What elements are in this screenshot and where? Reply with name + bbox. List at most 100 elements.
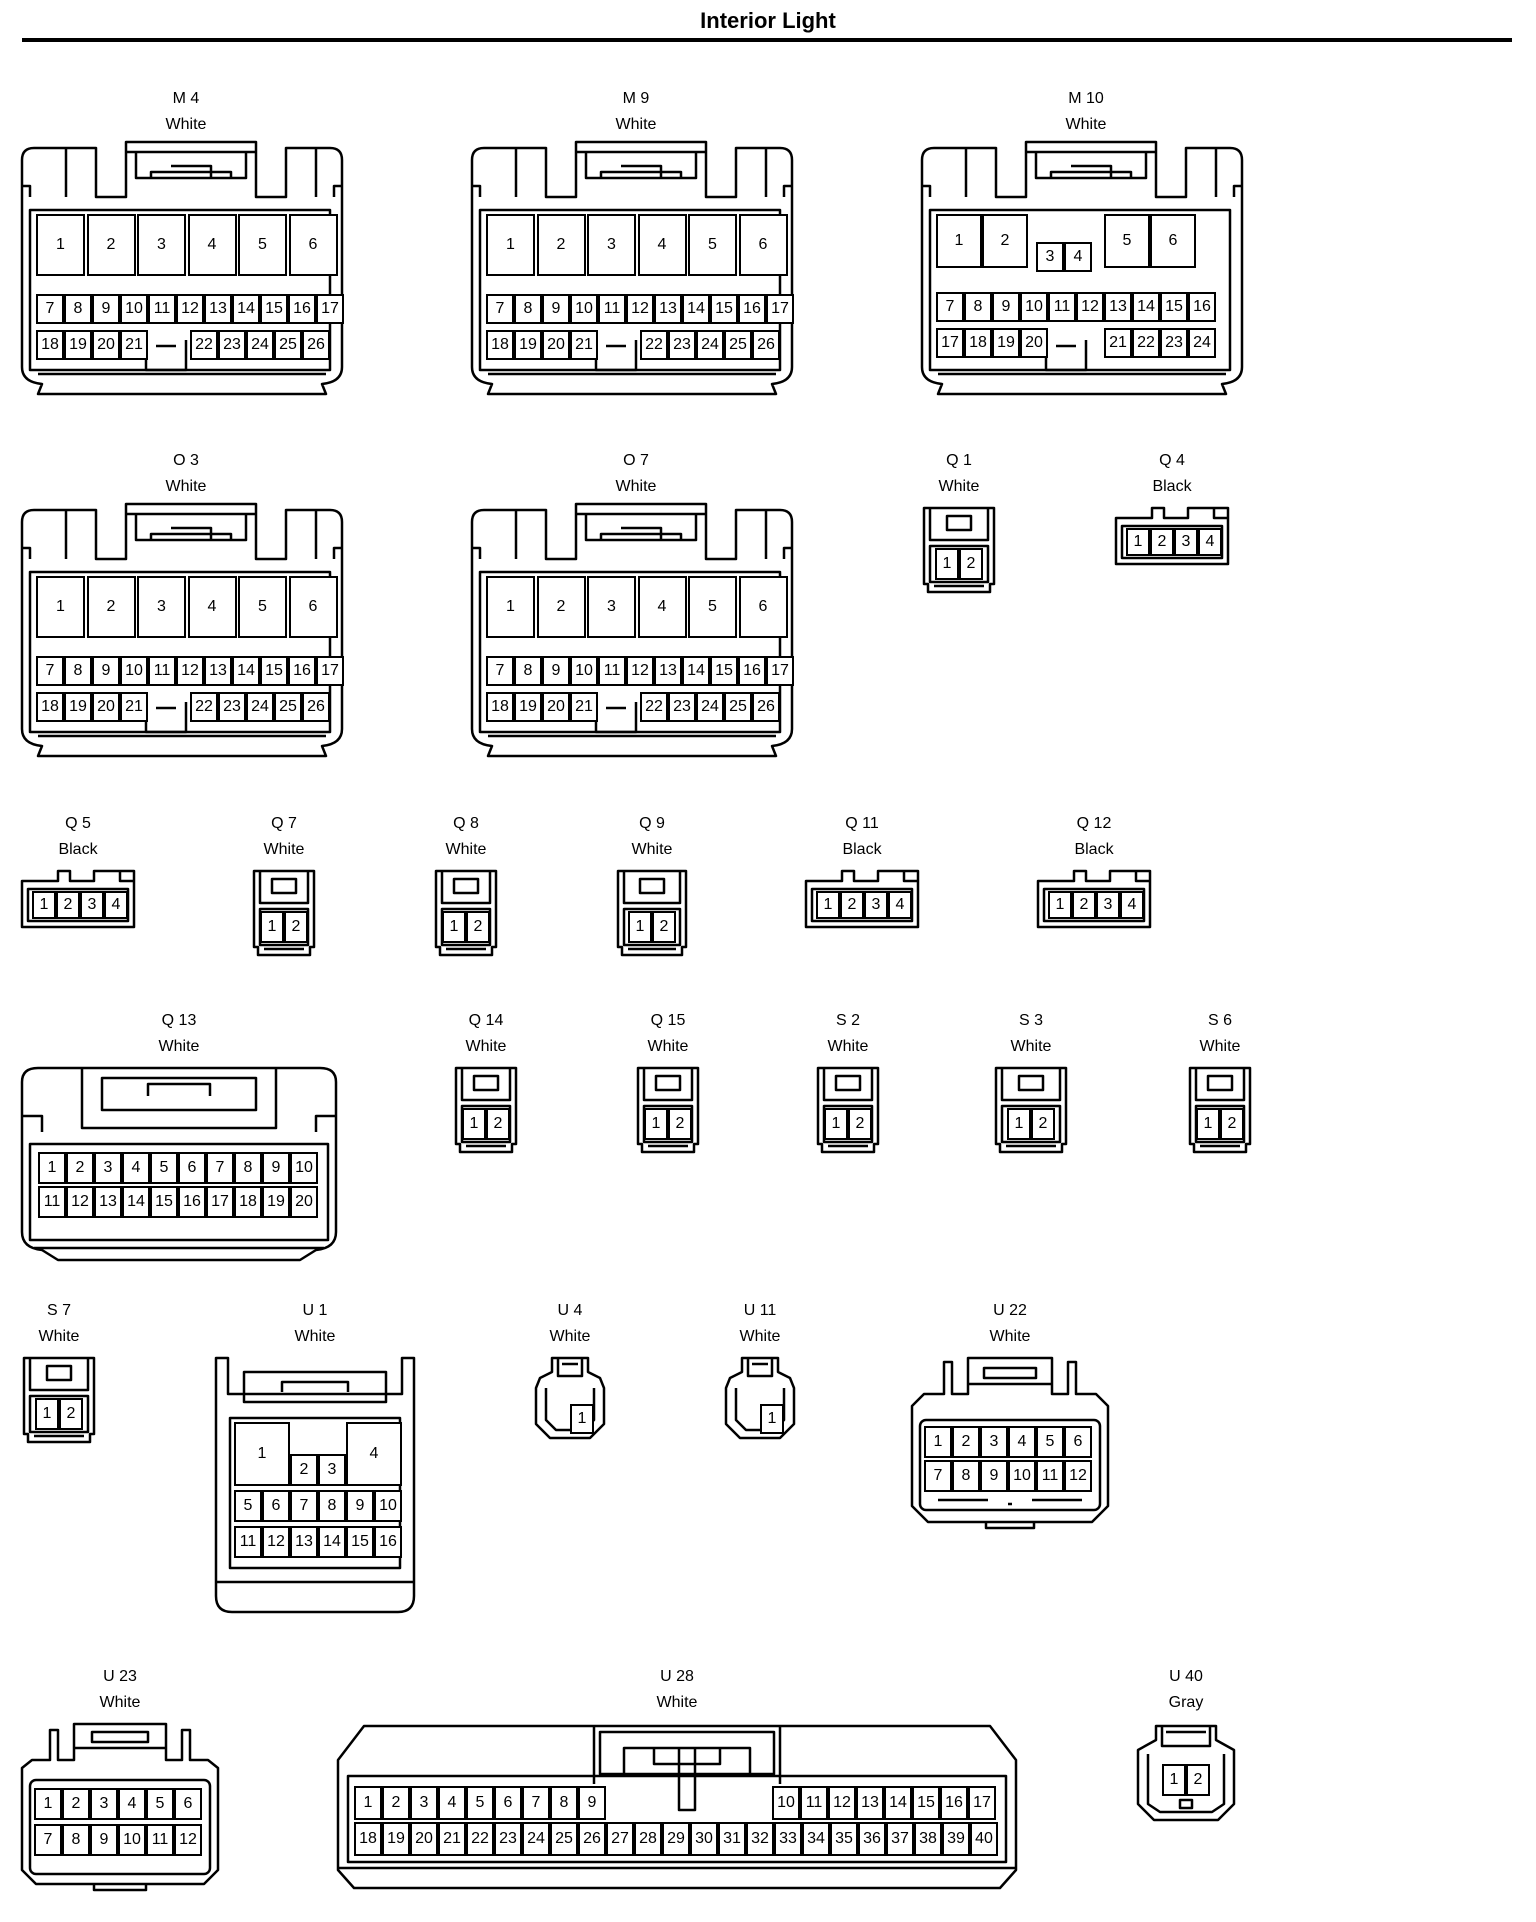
- connector-color: White: [549, 1328, 591, 1345]
- pin-cavity: 13: [290, 1526, 318, 1558]
- pin-cavity: 2: [86, 576, 136, 638]
- pin-cavity: 3: [1174, 528, 1198, 556]
- pin-cavity: 21: [1104, 328, 1132, 358]
- pin-cavity: 16: [940, 1786, 968, 1820]
- pin-cavity: 15: [1160, 292, 1188, 322]
- pin-cavity: 15: [710, 294, 738, 324]
- pin-cavity: 8: [514, 294, 542, 324]
- pin-cavity: 7: [36, 656, 64, 686]
- housing-outline: [20, 1066, 338, 1262]
- pin-cavity: 1: [35, 1398, 59, 1430]
- pin-cavity: 1: [32, 891, 56, 919]
- connector-color: White: [827, 1038, 869, 1055]
- connector-id: Q 12: [1076, 815, 1112, 832]
- pin-cavity: 2: [536, 576, 586, 638]
- pin-cavity: 3: [137, 576, 186, 638]
- pin-cavity: 8: [550, 1786, 578, 1820]
- connector-id: Q 8: [453, 815, 479, 832]
- pin-cavity: 2: [382, 1786, 410, 1820]
- pin-cavity: 23: [218, 692, 246, 722]
- pin-cavity: 24: [1188, 328, 1216, 358]
- pin-cavity: 2: [62, 1788, 90, 1820]
- pin-cavity: 4: [1198, 528, 1222, 556]
- pin-cavity: 17: [968, 1786, 996, 1820]
- pin-cavity: 2: [66, 1152, 94, 1184]
- pin-cavity: 4: [122, 1152, 150, 1184]
- pin-cavity: 13: [94, 1186, 122, 1218]
- pin-cavity: 2: [1072, 891, 1096, 919]
- pin-cavity: 4: [637, 576, 687, 638]
- pin-cavity: 14: [232, 294, 260, 324]
- pin-cavity: 1: [936, 214, 982, 268]
- housing-outline: [1036, 869, 1152, 929]
- housing-outline: [20, 1722, 220, 1892]
- pin-cavity: 18: [964, 328, 992, 358]
- connector-id: U 23: [103, 1668, 137, 1685]
- pin-cavity: 16: [1188, 292, 1216, 322]
- connector-id: U 40: [1169, 1668, 1203, 1685]
- pin-cavity: 1: [442, 911, 466, 943]
- pin-cavity: 30: [690, 1822, 718, 1856]
- pin-cavity: 6: [288, 214, 338, 276]
- pin-cavity: 35: [830, 1822, 858, 1856]
- pin-cavity: 10: [1008, 1460, 1036, 1492]
- connector-color: White: [938, 478, 980, 495]
- pin-cavity: 13: [654, 294, 682, 324]
- pin-cavity: 22: [640, 330, 668, 360]
- pin-cavity: 2: [952, 1426, 980, 1458]
- pin-cavity: 16: [738, 294, 766, 324]
- pin-cavity: 13: [1104, 292, 1132, 322]
- pin-cavity: 3: [318, 1454, 346, 1486]
- page-title: Interior Light: [700, 8, 836, 33]
- pin-cavity: 21: [120, 330, 148, 360]
- pin-cavity: 29: [662, 1822, 690, 1856]
- pin-cavity: 6: [1064, 1426, 1092, 1458]
- pin-cavity: 1: [486, 576, 535, 638]
- connector-color: White: [294, 1328, 336, 1345]
- pin-cavity: 26: [752, 330, 780, 360]
- pin-cavity: 11: [148, 656, 176, 686]
- pin-cavity: 4: [187, 576, 237, 638]
- connector-id: Q 13: [161, 1012, 197, 1029]
- pin-cavity: 6: [1150, 214, 1196, 268]
- connector-id: S 3: [1018, 1012, 1043, 1029]
- pin-cavity: 11: [148, 294, 176, 324]
- housing-outline: [434, 869, 498, 957]
- connector-id: O 3: [173, 452, 199, 469]
- pin-cavity: 4: [1064, 242, 1092, 272]
- pin-cavity: 7: [936, 292, 964, 322]
- pin-cavity: 1: [924, 1426, 952, 1458]
- pin-cavity: 12: [828, 1786, 856, 1820]
- pin-cavity: 4: [104, 891, 128, 919]
- pin-cavity: 16: [288, 656, 316, 686]
- pin-cavity: 1: [34, 1788, 62, 1820]
- pin-cavity: 1: [36, 214, 85, 276]
- connector-color: White: [1199, 1038, 1241, 1055]
- connector-id: Q 1: [946, 452, 972, 469]
- housing-outline: [910, 1356, 1110, 1530]
- pin-cavity: 7: [486, 294, 514, 324]
- pin-cavity: 16: [374, 1526, 402, 1558]
- pin-cavity: 25: [724, 692, 752, 722]
- pin-cavity: 17: [766, 656, 794, 686]
- housing-outline: [804, 869, 920, 929]
- pin-cavity: 2: [290, 1454, 318, 1486]
- pin-cavity: 21: [438, 1822, 466, 1856]
- pin-cavity: 15: [710, 656, 738, 686]
- pin-cavity: 25: [724, 330, 752, 360]
- housing-outline: [214, 1356, 416, 1614]
- pin-cavity: 14: [1132, 292, 1160, 322]
- pin-cavity: 9: [980, 1460, 1008, 1492]
- housing-outline: [994, 1066, 1068, 1154]
- housing-outline: [20, 869, 136, 929]
- connector-id: Q 11: [845, 815, 879, 832]
